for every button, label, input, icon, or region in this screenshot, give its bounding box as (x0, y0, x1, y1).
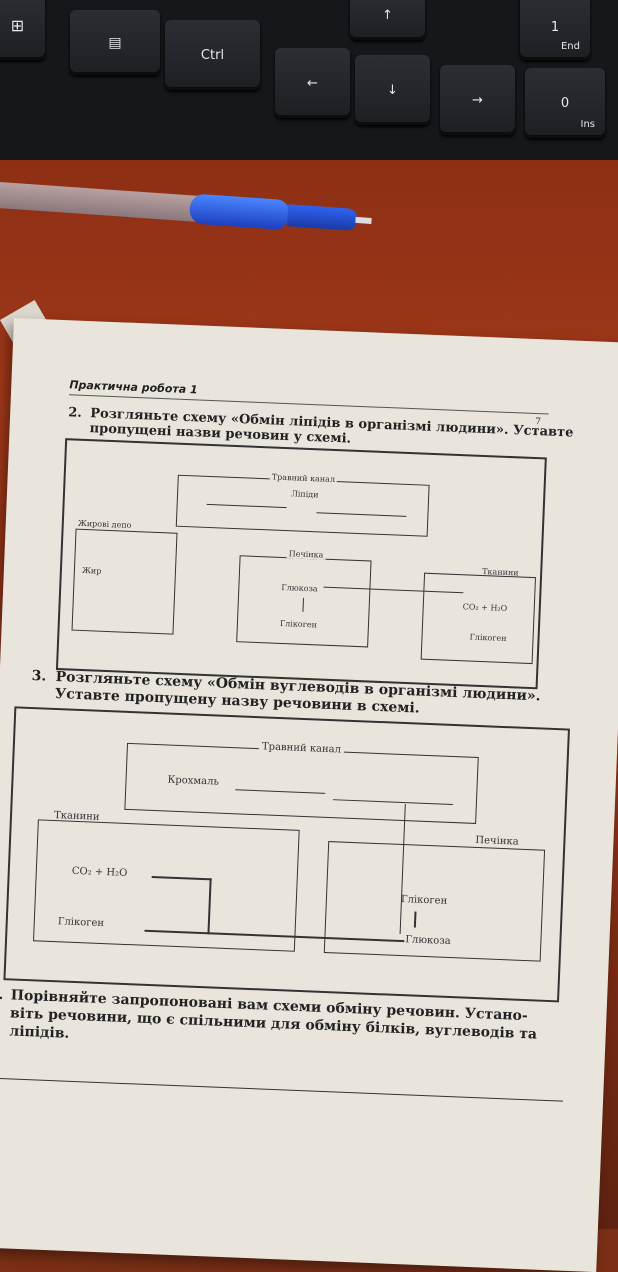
carb-co2-h2o-label: CO₂ + H₂O (71, 865, 128, 879)
workbook-page: Практична робота 1 7 2. Розгляньте схему… (0, 318, 618, 1272)
lipid-lipidy-label: Ліпіди (290, 489, 319, 500)
lipid-zhyr-label: Жир (81, 565, 102, 576)
down-arrow-key: ↓ (355, 55, 430, 125)
task2-number: 2. (67, 405, 83, 421)
lipid-tkanyny-label: Тканини (482, 566, 519, 578)
up-arrow-icon: ↑ (382, 7, 393, 23)
right-arrow-icon: → (472, 92, 483, 108)
task4-line3: ліпідів. (9, 1023, 70, 1042)
answer-line-1 (0, 1077, 564, 1102)
page-header: Практична робота 1 (69, 378, 198, 397)
lipid-pechinka-label: Печінка (286, 549, 326, 560)
carb-tkanyny-label: Тканини (53, 810, 100, 823)
carb-hliukoza-label: Глюкоза (405, 934, 451, 948)
carb-hlikohen-tkanyny-label: Глікоген (57, 916, 105, 930)
carb-pechinka-label: Печінка (475, 834, 519, 848)
ctrl-key-label: Ctrl (200, 47, 225, 63)
left-arrow-key: ← (275, 48, 350, 118)
up-arrow-key: ↑ (350, 0, 425, 40)
end-key: 1 End (520, 0, 590, 60)
left-arrow-icon: ← (307, 75, 318, 91)
menu-key: ▤ (70, 10, 160, 75)
windows-key: ⊞ (0, 0, 45, 60)
keyboard: ⊞ ▤ Ctrl ↑ ← ↓ → 1 End 0 Ins (0, 0, 618, 160)
lipid-hliukoza-label: Глюкоза (281, 582, 318, 594)
menu-icon: ▤ (108, 34, 122, 51)
ins-key: 0 Ins (525, 68, 605, 138)
end-key-number: 1 (550, 20, 560, 35)
down-arrow-icon: ↓ (387, 82, 398, 98)
lipid-hlikohen-label: Глікоген (279, 618, 318, 630)
right-arrow-key: → (440, 65, 515, 135)
lipid-zhyrovi-depo-box (71, 528, 178, 635)
ins-key-label: Ins (580, 119, 596, 130)
lipid-tkanyny-box (420, 572, 537, 665)
lipid-hlikohen-tkanyny-label: Глікоген (469, 632, 507, 644)
ins-key-number: 0 (560, 95, 570, 111)
lipid-co2-h2o-label: CO₂ + H₂O (462, 602, 508, 614)
windows-icon: ⊞ (10, 15, 25, 35)
task3-number: 3. (31, 668, 47, 685)
lipid-travnyi-kanal-box (175, 474, 430, 537)
carb-krokhmal-label: Крохмаль (167, 774, 220, 788)
end-key-label: End (560, 41, 580, 52)
task4-number: 4. (0, 986, 4, 1004)
ctrl-key: Ctrl (165, 20, 260, 90)
carb-hlikohen-pechinka-label: Глікоген (400, 894, 448, 907)
